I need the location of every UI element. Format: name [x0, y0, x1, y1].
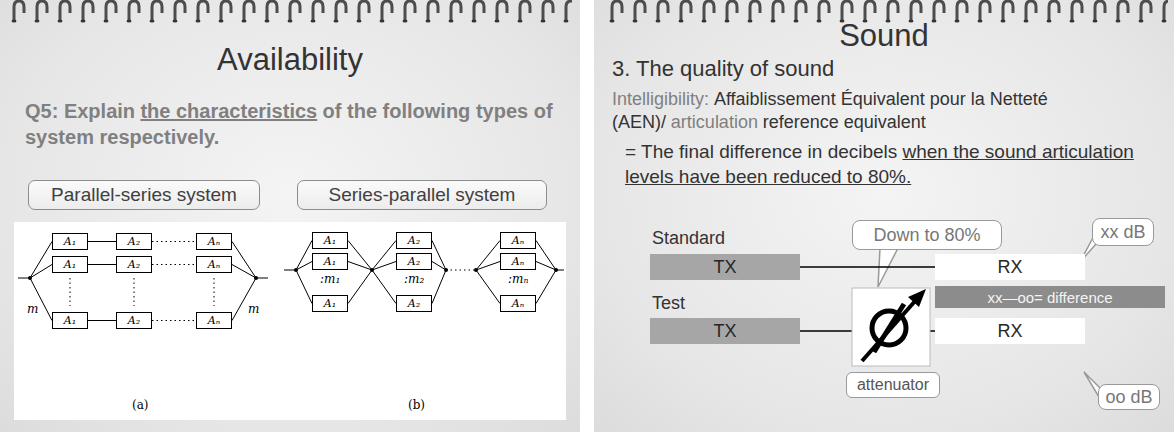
component-block: Aₙ — [500, 232, 536, 249]
connector-line — [88, 264, 116, 265]
text-block: Intelligibility:Affaiblissement Équivale… — [612, 88, 1168, 135]
receiver-box: RX — [935, 254, 1085, 280]
node-text: A₂ — [408, 255, 420, 268]
callout-box: xx dB — [1092, 218, 1154, 246]
node-text: oo dB — [1105, 387, 1152, 408]
section-heading: 3. The quality of sound — [612, 56, 834, 82]
node-text: RX — [997, 321, 1022, 342]
component-block: A₂ — [116, 256, 152, 273]
question-text: Q5: Explain — [25, 100, 135, 122]
junction-dot — [28, 268, 558, 280]
question-text: the characteristics — [140, 100, 317, 122]
connector-line — [88, 320, 116, 321]
difference-band: xx—oo= difference — [935, 286, 1165, 308]
path-label: Standard — [652, 228, 725, 249]
connector-line — [152, 264, 196, 265]
node-text: Aₙ — [208, 258, 220, 271]
attenuator-label-box: attenuator — [846, 372, 940, 398]
definition-text: Intelligibility: — [612, 89, 709, 109]
connector-line — [800, 267, 935, 268]
node-text: A₁ — [324, 297, 336, 310]
count-label: m — [248, 302, 259, 316]
system-type-box: Series-parallel system — [297, 180, 547, 210]
node-text: xx dB — [1100, 222, 1145, 243]
node-text: A₁ — [324, 234, 336, 247]
node-text: TX — [713, 257, 736, 278]
count-label: m — [27, 302, 38, 316]
component-block: A₂ — [116, 312, 152, 329]
component-block: A₁ — [312, 295, 348, 312]
definition-text: = The final difference in decibels — [625, 141, 897, 162]
node-text: A₁ — [64, 258, 76, 271]
connector-line — [152, 320, 196, 321]
node-text: A₂ — [408, 297, 420, 310]
wiring — [18, 241, 564, 321]
component-block: Aₙ — [500, 295, 536, 312]
component-block: A₂ — [116, 233, 152, 250]
component-block: A₁ — [52, 233, 88, 250]
component-block: Aₙ — [500, 253, 536, 270]
figure-caption: (a) — [132, 398, 149, 412]
node-text: Series-parallel system — [329, 184, 516, 206]
node-text: A₁ — [64, 235, 76, 248]
component-block: Aₙ — [196, 312, 232, 329]
component-block: Aₙ — [196, 233, 232, 250]
node-text: A₂ — [128, 235, 140, 248]
text-block: = The final difference in decibelswhen t… — [625, 140, 1170, 189]
node-text: attenuator — [857, 376, 929, 394]
transmitter-box: TX — [650, 254, 800, 280]
node-text: xx—oo= difference — [987, 289, 1112, 306]
transmitter-box: TX — [650, 318, 800, 344]
figure-caption: (b) — [408, 398, 425, 412]
definition-text: reference equivalent — [763, 112, 926, 132]
node-text: RX — [997, 257, 1022, 278]
text-block: Q5: Explainthe characteristicsof the fol… — [25, 98, 573, 150]
node-text: Parallel-series system — [51, 184, 237, 206]
component-block: A₂ — [396, 232, 432, 249]
spiral-binding — [8, 0, 572, 24]
slide-title: Availability — [0, 42, 580, 78]
callout-box: Down to 80% — [852, 220, 1002, 250]
node-text: Aₙ — [512, 297, 524, 310]
node-text: Aₙ — [208, 235, 220, 248]
diagram-panel — [14, 222, 566, 420]
node-text: Aₙ — [512, 255, 524, 268]
node-text: A₁ — [64, 314, 76, 327]
path-label: Test — [652, 293, 685, 314]
count-label: :m₁ — [320, 272, 340, 286]
definition-text: articulation — [671, 112, 758, 132]
receiver-box: RX — [935, 318, 1085, 344]
connector-line — [88, 241, 116, 242]
component-block: A₂ — [396, 253, 432, 270]
slide-title: Sound — [594, 18, 1174, 54]
node-text: A₂ — [128, 314, 140, 327]
node-text: Aₙ — [208, 314, 220, 327]
connector-line — [152, 241, 196, 242]
component-block: A₁ — [52, 312, 88, 329]
attenuator-symbol — [862, 289, 926, 361]
system-type-box: Parallel-series system — [28, 180, 260, 210]
node-text: Aₙ — [512, 234, 524, 247]
count-label: :m₂ — [404, 272, 424, 286]
node-text: TX — [713, 321, 736, 342]
node-text: A₂ — [128, 258, 140, 271]
attenuator-symbol — [852, 288, 930, 366]
component-block: Aₙ — [196, 256, 232, 273]
node-text: Down to 80% — [873, 225, 980, 246]
component-block: A₂ — [396, 295, 432, 312]
component-block: A₁ — [312, 253, 348, 270]
component-block: A₁ — [52, 256, 88, 273]
node-text: A₂ — [408, 234, 420, 247]
callout-box: oo dB — [1098, 384, 1160, 410]
node-text: A₁ — [324, 255, 336, 268]
component-block: A₁ — [312, 232, 348, 249]
count-label: :mₙ — [508, 272, 528, 286]
